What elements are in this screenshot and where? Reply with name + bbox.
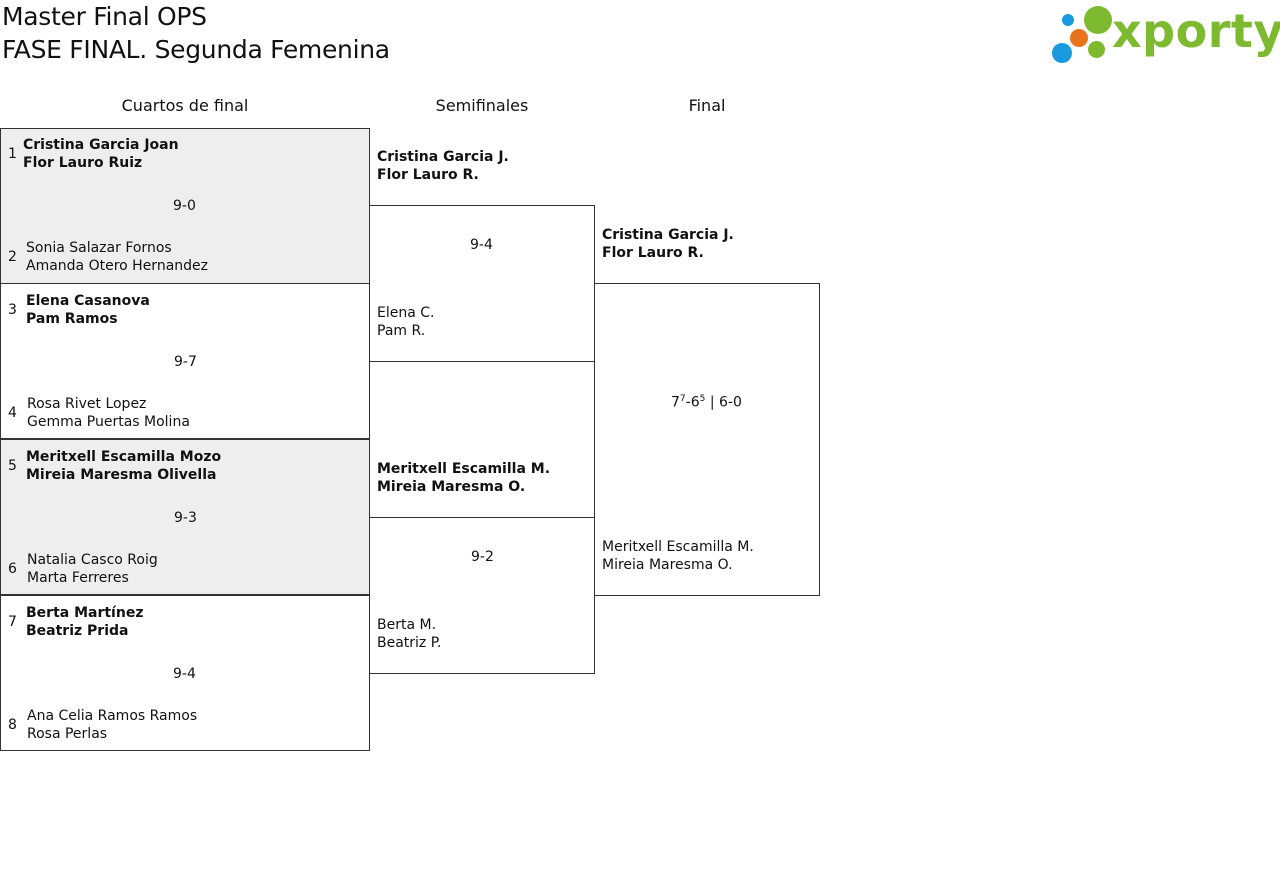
match-score: 9-2 xyxy=(471,549,494,565)
seed-number: 5 xyxy=(8,458,17,474)
player-name: Flor Lauro R. xyxy=(602,245,704,261)
player-name: Meritxell Escamilla M. xyxy=(377,461,551,477)
pair-loser: Meritxell Escamilla M. Mireia Maresma O. xyxy=(602,538,754,574)
pair-winner: Elena Casanova Pam Ramos xyxy=(26,292,150,328)
quarterfinal-match-2[interactable]: 3 Elena Casanova Pam Ramos 9-7 4 Rosa Ri… xyxy=(0,283,370,439)
pair-winner: Berta Martínez Beatriz Prida xyxy=(26,604,143,640)
seed-number: 4 xyxy=(8,405,17,421)
pair-winner: Cristina Garcia Joan Flor Lauro Ruiz xyxy=(23,136,179,172)
final-pair-winner: Cristina Garcia J. Flor Lauro R. xyxy=(602,226,734,262)
player-name: Amanda Otero Hernandez xyxy=(26,258,208,274)
seed-number: 3 xyxy=(8,302,17,318)
pair-loser: Elena C. Pam R. xyxy=(377,304,434,340)
player-name: Flor Lauro R. xyxy=(377,167,479,183)
pair-loser: Natalia Casco Roig Marta Ferreres xyxy=(27,551,158,587)
round-title-quarterfinals: Cuartos de final xyxy=(121,96,249,115)
xporty-logo[interactable]: xporty xyxy=(1050,2,1280,68)
semifinal-match-1[interactable]: 9-4 Elena C. Pam R. xyxy=(369,205,595,362)
player-name: Cristina Garcia J. xyxy=(377,149,509,165)
player-name: Berta M. xyxy=(377,617,437,633)
match-score: 77-65 | 6-0 xyxy=(671,394,742,411)
round-title-final: Final xyxy=(688,96,726,115)
player-name: Ana Celia Ramos Ramos xyxy=(27,708,198,724)
logo-text: xporty xyxy=(1112,4,1280,58)
seed-number: 1 xyxy=(8,146,17,162)
match-score: 9-0 xyxy=(173,198,196,214)
semifinal-1-pair-winner: Cristina Garcia J. Flor Lauro R. xyxy=(377,148,509,184)
match-score: 9-7 xyxy=(174,354,197,370)
player-name: Elena C. xyxy=(377,305,435,321)
player-name: Mireia Maresma Olivella xyxy=(26,467,217,483)
player-name: Cristina Garcia J. xyxy=(602,227,734,243)
player-name: Marta Ferreres xyxy=(27,570,129,586)
round-title-semifinals: Semifinales xyxy=(435,96,529,115)
seed-number: 7 xyxy=(8,614,17,630)
pair-winner: Meritxell Escamilla Mozo Mireia Maresma … xyxy=(26,448,221,484)
pair-loser: Rosa Rivet Lopez Gemma Puertas Molina xyxy=(27,395,190,431)
match-score: 9-3 xyxy=(174,510,197,526)
player-name: Gemma Puertas Molina xyxy=(27,414,190,430)
page-subtitle: FASE FINAL. Segunda Femenina xyxy=(2,35,390,64)
pair-loser: Ana Celia Ramos Ramos Rosa Perlas xyxy=(27,707,197,743)
pair-loser: Berta M. Beatriz P. xyxy=(377,616,441,652)
semifinal-match-2[interactable]: 9-2 Berta M. Beatriz P. xyxy=(369,517,595,674)
logo-dot-green-small-icon xyxy=(1062,14,1074,26)
seed-number: 8 xyxy=(8,717,17,733)
player-name: Rosa Perlas xyxy=(27,726,108,742)
player-name: Meritxell Escamilla Mozo xyxy=(26,449,222,465)
match-score: 9-4 xyxy=(173,666,196,682)
final-match[interactable]: 77-65 | 6-0 Meritxell Escamilla M. Mirei… xyxy=(594,283,820,596)
player-name: Cristina Garcia Joan xyxy=(23,137,179,153)
logo-dot-blue-icon xyxy=(1052,43,1072,63)
player-name: Meritxell Escamilla M. xyxy=(602,539,754,555)
player-name: Elena Casanova xyxy=(26,293,150,309)
player-name: Pam Ramos xyxy=(26,311,118,327)
player-name: Rosa Rivet Lopez xyxy=(27,396,147,412)
player-name: Natalia Casco Roig xyxy=(27,552,158,568)
logo-dot-green-bottom-icon xyxy=(1088,41,1105,58)
semifinal-2-pair-winner: Meritxell Escamilla M. Mireia Maresma O. xyxy=(377,460,550,496)
quarterfinal-match-4[interactable]: 7 Berta Martínez Beatriz Prida 9-4 8 Ana… xyxy=(0,595,370,751)
logo-dot-green-icon xyxy=(1084,6,1112,34)
logo-dot-orange-icon xyxy=(1070,29,1088,47)
quarterfinal-match-3[interactable]: 5 Meritxell Escamilla Mozo Mireia Maresm… xyxy=(0,439,370,595)
seed-number: 2 xyxy=(8,249,17,265)
quarterfinal-match-1[interactable]: 1 Cristina Garcia Joan Flor Lauro Ruiz 9… xyxy=(0,128,370,284)
player-name: Flor Lauro Ruiz xyxy=(23,155,143,171)
pair-loser: Sonia Salazar Fornos Amanda Otero Hernan… xyxy=(26,239,208,275)
player-name: Berta Martínez xyxy=(26,605,144,621)
player-name: Beatriz Prida xyxy=(26,623,129,639)
player-name: Pam R. xyxy=(377,323,426,339)
player-name: Mireia Maresma O. xyxy=(602,557,733,573)
player-name: Mireia Maresma O. xyxy=(377,479,526,495)
match-score: 9-4 xyxy=(470,237,493,253)
page-title: Master Final OPS xyxy=(2,2,207,31)
player-name: Beatriz P. xyxy=(377,635,442,651)
player-name: Sonia Salazar Fornos xyxy=(26,240,172,256)
seed-number: 6 xyxy=(8,561,17,577)
